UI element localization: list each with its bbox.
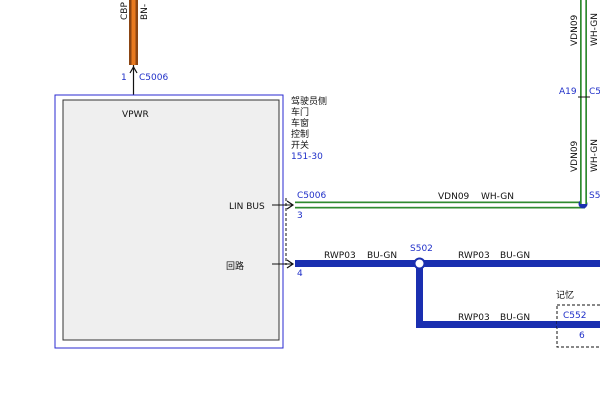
memory-label: 记忆 bbox=[556, 289, 574, 301]
module-pin-lin: LIN BUS bbox=[229, 202, 265, 212]
ground-splice: S502 bbox=[410, 244, 433, 254]
ground-arrow bbox=[286, 259, 295, 269]
module: VPWR LIN BUS 回路 bbox=[54, 94, 284, 349]
lin-color: WH-GN bbox=[481, 192, 514, 202]
memory-connector-label: C552 bbox=[563, 311, 586, 321]
rv-circuit-bottom: VDN09 bbox=[570, 140, 580, 172]
module-name: 驾驶员侧 车门 车窗 控制 开关 151-30 bbox=[291, 95, 327, 162]
lin-splice: S5 bbox=[589, 191, 600, 201]
ground-color-2: BU-GN bbox=[500, 251, 530, 261]
ground-wire-branch bbox=[416, 321, 600, 328]
top-wire-pin: 1 bbox=[121, 73, 127, 83]
module-name-line: 车门 bbox=[291, 106, 309, 118]
ground-circuit-2: RWP03 bbox=[458, 251, 490, 261]
lin-pin: 3 bbox=[297, 211, 303, 221]
memory-pin: 6 bbox=[579, 331, 585, 341]
top-wire-inner bbox=[131, 0, 136, 65]
lin-circuit: VDN09 bbox=[438, 192, 470, 202]
module-ref: 151-30 bbox=[291, 152, 323, 162]
memory-connector: 记忆 C552 6 bbox=[556, 289, 600, 348]
top-wire: CBP BN- 1 C5006 bbox=[120, 0, 168, 95]
lin-wire: C5006 3 VDN09 WH-GN S5 bbox=[272, 191, 600, 221]
top-wire-connector: C5006 bbox=[139, 73, 168, 83]
lin-arrow bbox=[286, 200, 295, 210]
memory-wire-pass bbox=[557, 321, 600, 328]
ground-color-3: BU-GN bbox=[500, 313, 530, 323]
right-vertical-wire: VDN09 WH-GN A19 C5 VDN09 WH-GN bbox=[559, 0, 600, 204]
module-inner bbox=[62, 99, 280, 341]
lin-wire-inner bbox=[295, 203, 585, 207]
rv-circuit-top: VDN09 bbox=[570, 14, 580, 46]
ground-wire-drop bbox=[416, 263, 423, 328]
module-name-line: 控制 bbox=[291, 128, 309, 140]
rv-pin: A19 bbox=[559, 87, 577, 97]
rv-connector: C5 bbox=[589, 87, 600, 97]
rv-color-top: WH-GN bbox=[590, 13, 600, 46]
ground-circuit-1: RWP03 bbox=[324, 251, 356, 261]
top-wire-color: BN- bbox=[140, 4, 150, 20]
rv-color-bottom: WH-GN bbox=[590, 139, 600, 172]
lin-connector: C5006 bbox=[297, 191, 326, 201]
module-name-line: 开关 bbox=[291, 139, 309, 151]
module-pin-ground: 回路 bbox=[226, 260, 244, 272]
module-name-line: 车窗 bbox=[291, 117, 309, 129]
ground-wire-main bbox=[295, 260, 600, 267]
ground-pin: 4 bbox=[297, 269, 303, 279]
module-name-line: 驾驶员侧 bbox=[291, 95, 327, 107]
top-wire-circuit: CBP bbox=[120, 2, 130, 20]
rv-inner bbox=[581, 0, 586, 204]
module-pin-vpwr: VPWR bbox=[122, 110, 149, 120]
ground-splice-dot bbox=[413, 257, 426, 270]
ground-circuit-3: RWP03 bbox=[458, 313, 490, 323]
ground-wire: 4 RWP03 BU-GN S502 RWP03 BU-GN RWP03 BU-… bbox=[272, 244, 600, 328]
ground-color-1: BU-GN bbox=[367, 251, 397, 261]
